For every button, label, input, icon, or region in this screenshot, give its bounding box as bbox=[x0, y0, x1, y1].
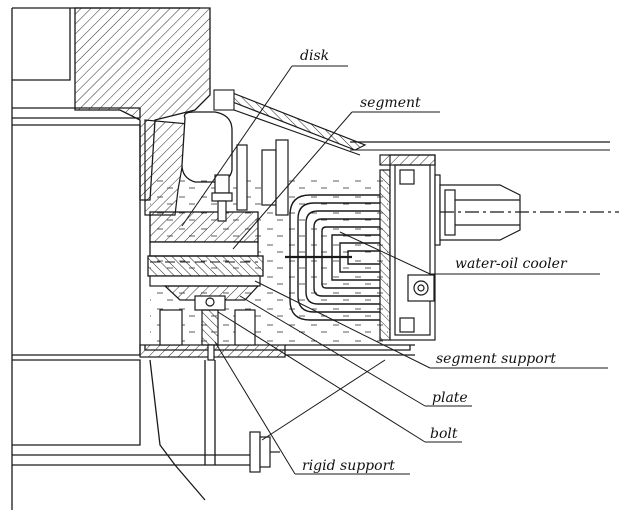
segment-stud bbox=[211, 174, 233, 222]
segment-pad bbox=[147, 211, 264, 277]
label-rigid-support: rigid support bbox=[302, 458, 395, 474]
cooler-nozzle bbox=[439, 184, 619, 241]
label-disk: disk bbox=[300, 48, 329, 64]
cooler-coil bbox=[285, 194, 380, 321]
label-plate: plate bbox=[432, 390, 468, 406]
top-cover bbox=[213, 89, 610, 156]
leader-lines bbox=[181, 65, 608, 475]
support-stack bbox=[149, 275, 261, 361]
lower-bolt bbox=[249, 431, 280, 473]
label-bolt: bolt bbox=[430, 426, 458, 442]
housing-frame bbox=[11, 7, 270, 510]
label-segment-support: segment support bbox=[436, 351, 556, 367]
guide-walls bbox=[236, 139, 289, 216]
cooler-header bbox=[379, 154, 441, 341]
label-segment: segment bbox=[360, 95, 421, 111]
label-water-oil-cooler: water-oil cooler bbox=[455, 256, 568, 272]
